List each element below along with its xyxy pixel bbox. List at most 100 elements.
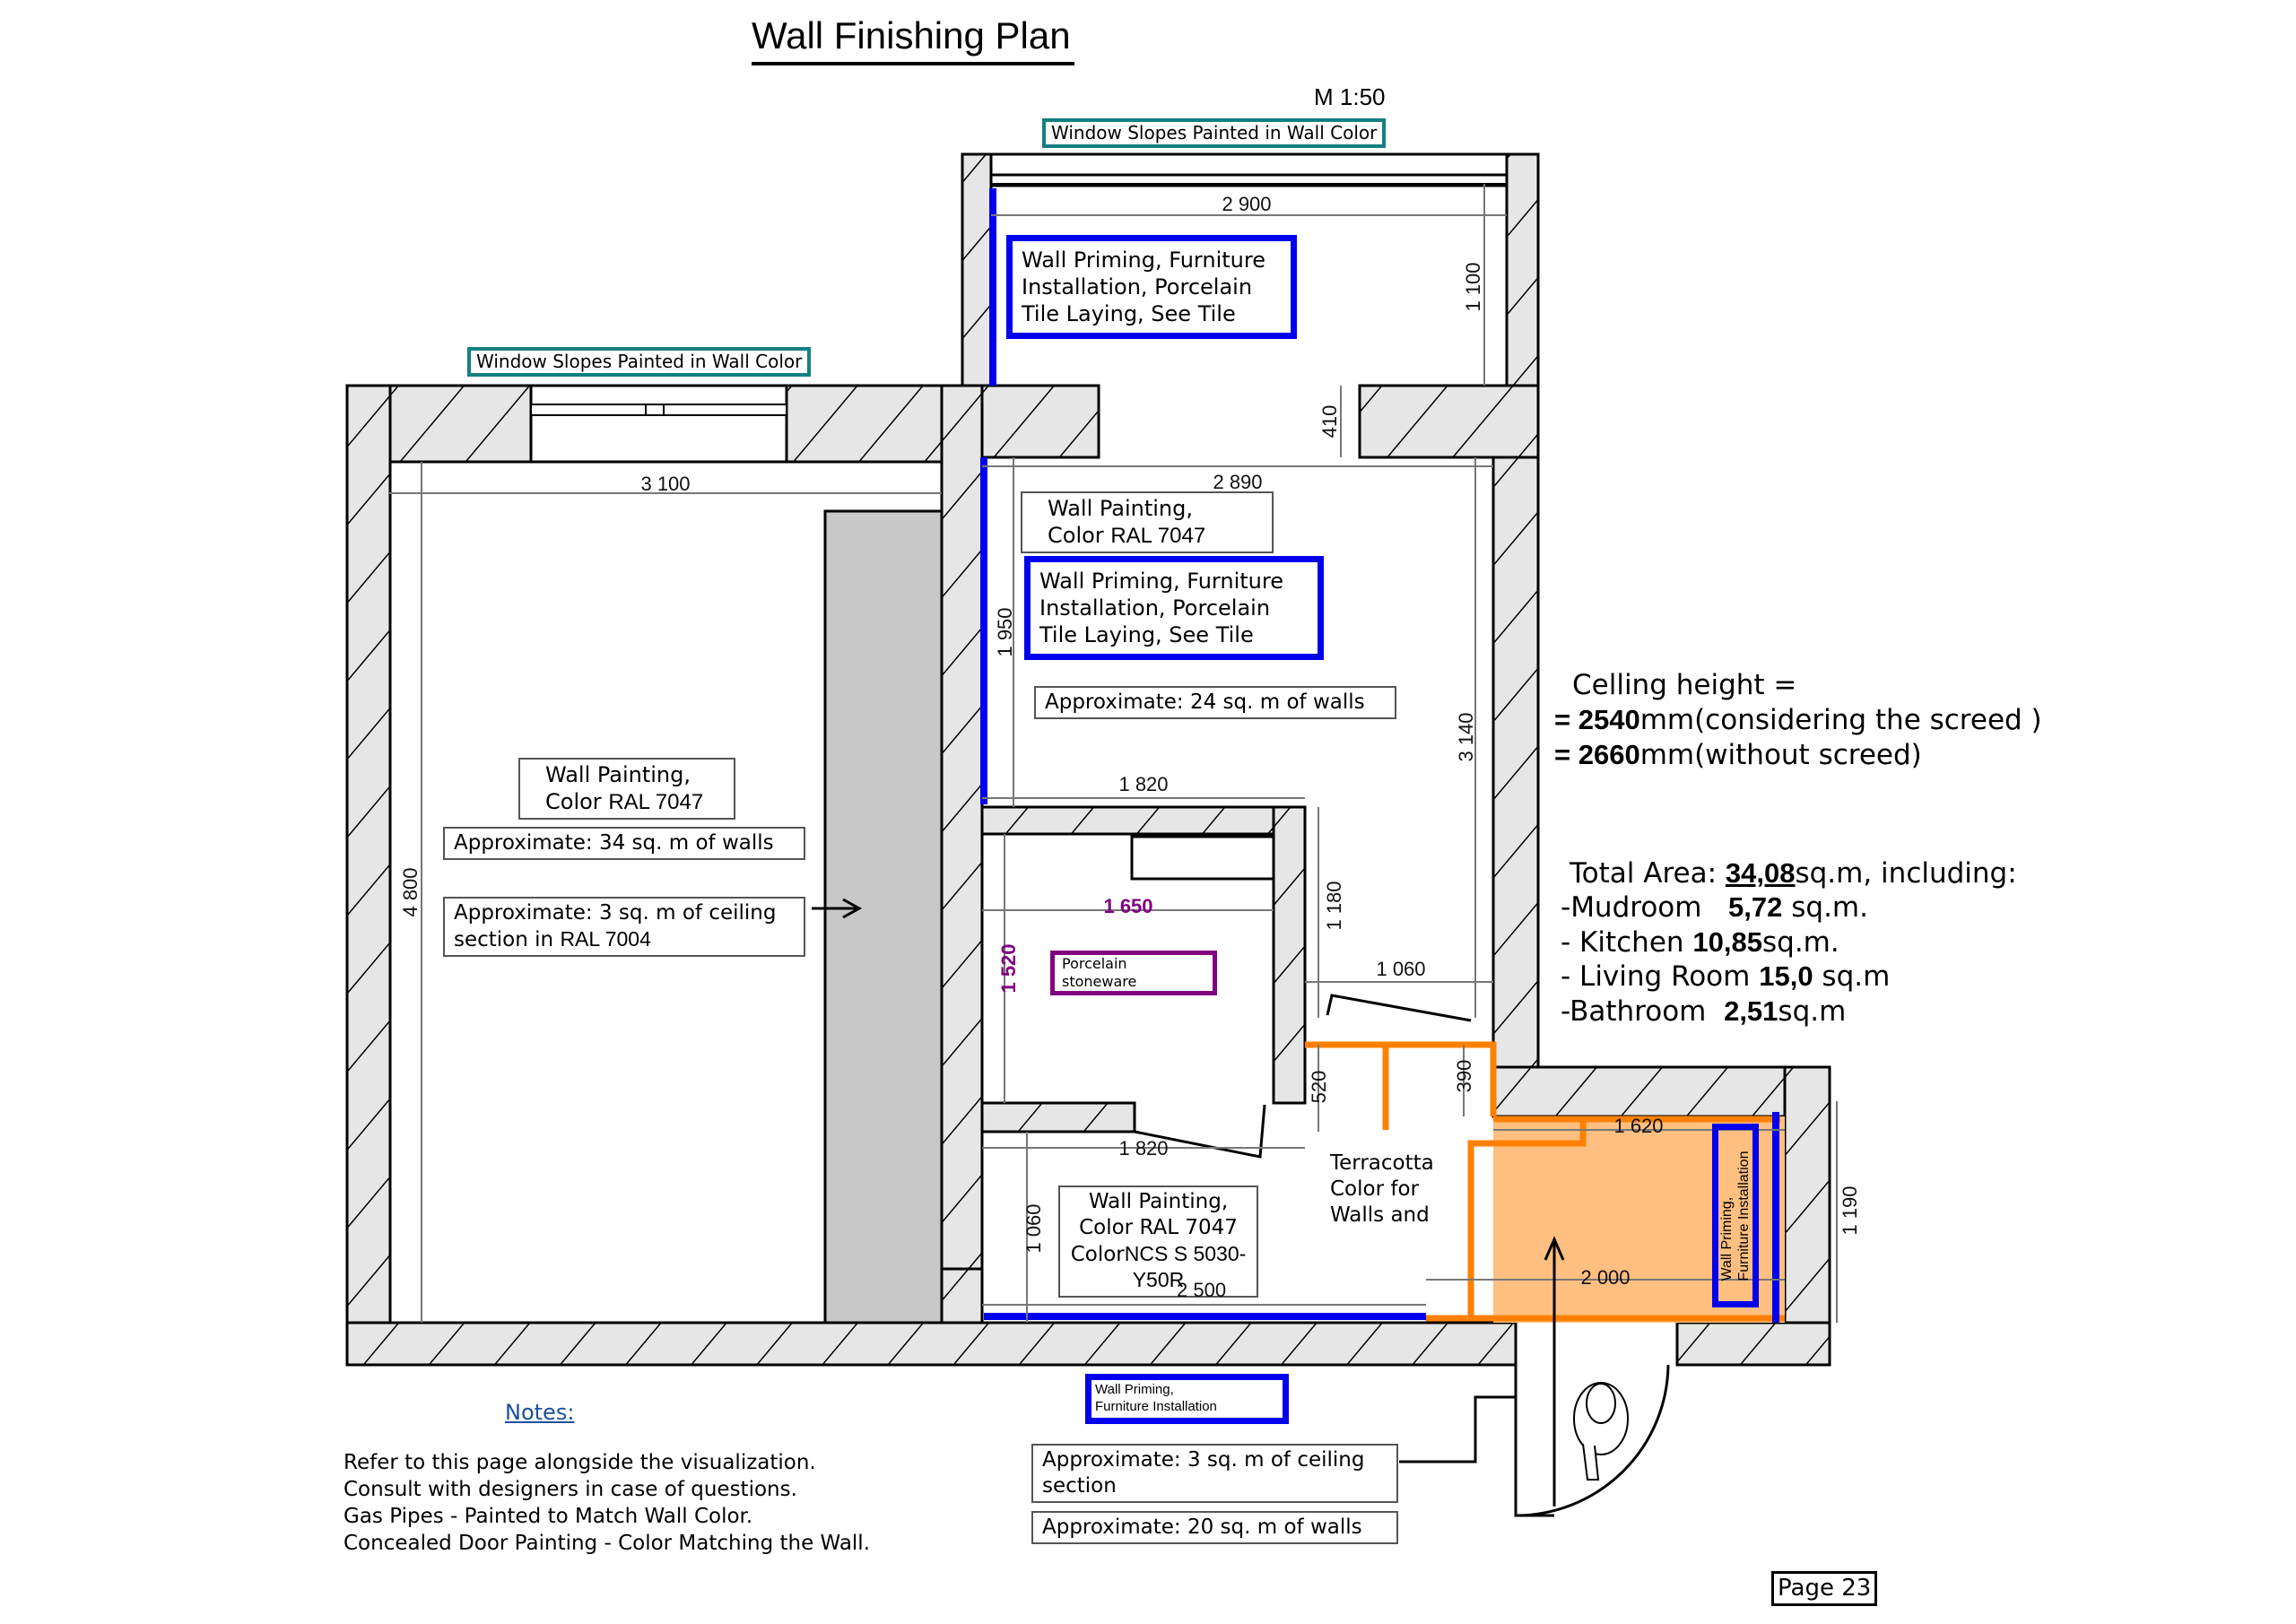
callout-line: section <box>1042 1473 1117 1498</box>
callout-terracotta: Terracotta Color for Walls and <box>1330 1151 1434 1228</box>
callout-upper-priming: Wall Priming, Furniture Installation, Po… <box>1006 235 1297 339</box>
callout-line: Installation, Porcelain <box>1022 274 1253 300</box>
callout-line: Terracotta <box>1330 1151 1434 1175</box>
callout-living-painting: Wall Painting, Color RAL 7047 <box>518 758 735 820</box>
dim-kitchen-bottom: 1 820 <box>1118 773 1168 795</box>
total-area-value: 34,08 <box>1725 857 1796 889</box>
area-summary: Total Area: 34,08sq.m, including: -Mudro… <box>1561 856 2017 1029</box>
dim-hall-top: 1 820 <box>1118 1137 1168 1159</box>
wall-mudroom-right <box>1783 1065 1831 1367</box>
callout-line: Wall Painting, <box>1088 1190 1229 1213</box>
dim-mud-height: 1 190 <box>1839 1185 1861 1235</box>
callout-porcelain-stoneware: Porcelain stoneware <box>1050 951 1217 995</box>
dimension-labels: 2 900 1 100 410 3 100 4 800 2 890 1 950 … <box>399 193 1861 1289</box>
dim-kitchen-right-height: 3 140 <box>1455 712 1477 761</box>
callout-mudroom-ceiling: Approximate: 3 sq. m of ceiling section <box>1031 1444 1398 1503</box>
callout-color-prefix: Color <box>1048 523 1104 548</box>
room-area-row: -Mudroom 5,72 sq.m. <box>1561 891 1868 925</box>
dim-living-height: 4 800 <box>399 867 422 916</box>
room-area-row: - Living Room 15,0 sq.m <box>1561 960 1891 994</box>
callout-line: Approximate: 3 sq. m of ceiling <box>1042 1448 1365 1472</box>
windows <box>529 152 1509 464</box>
dim-corridor-width: 1 060 <box>1376 958 1425 980</box>
mudroom-ceiling-leader <box>1399 1385 1518 1463</box>
ceiling-height-value: 2540 <box>1578 703 1640 735</box>
callout-line: Wall Painting, <box>1048 496 1193 521</box>
wall-bottom <box>345 1321 1518 1367</box>
callout-line: Tile Laying, See Tile <box>1039 622 1254 647</box>
dim-upper-width: 2 900 <box>1222 193 1271 215</box>
bath-shelf <box>1130 835 1275 881</box>
dim-hall-bottom: 2 500 <box>1177 1279 1227 1301</box>
dim-living-width: 3 100 <box>640 473 690 495</box>
page-number: Page 23 <box>1771 1571 1878 1606</box>
note-item: Consult with designers in case of questi… <box>344 1477 797 1501</box>
notes-heading: Notes: <box>505 1400 575 1425</box>
callout-color-prefix: Color <box>1070 1242 1125 1266</box>
page-title-text: Wall Finishing Plan <box>752 14 1071 56</box>
dim-mud-top: 1 620 <box>1613 1115 1663 1137</box>
dim-kitchen-width: 2 890 <box>1213 471 1262 493</box>
wall-mudroom-bottom-right <box>1675 1321 1831 1367</box>
wall-living-left <box>345 384 392 1367</box>
wall-living-right <box>940 384 984 1324</box>
callout-line: Color RAL 7047 <box>1079 1215 1238 1239</box>
callout-line: Installation, Porcelain <box>1039 595 1271 621</box>
wall-upper-left <box>961 152 993 387</box>
dim-bath-width: 1 650 <box>1103 895 1152 917</box>
ceiling-height-heading: Celling height = <box>1572 669 1797 701</box>
callout-line: Color for <box>1330 1177 1419 1201</box>
callout-living-walls-area: Approximate: 34 sq. m of walls <box>443 827 805 860</box>
ceiling-section-ral7004 <box>823 509 944 1324</box>
wall-bath-bottom <box>980 1101 1136 1133</box>
wall-upper-right <box>1505 152 1540 387</box>
leaders <box>812 898 1565 1517</box>
wall-right-outer <box>1492 456 1540 1069</box>
callout-living-ceiling: Approximate: 3 sq. m of ceiling section … <box>443 897 805 957</box>
dim-upper-height: 1 100 <box>1462 262 1484 311</box>
callout-line: Walls and <box>1330 1203 1430 1227</box>
wall-hall-left-stub <box>940 1267 984 1324</box>
callout-prefix: section in <box>454 927 554 951</box>
callout-bottom-priming: Wall Priming, Furniture Installation <box>1085 1374 1289 1424</box>
wall-upper-chunk-right <box>1358 384 1540 459</box>
scale-label: M 1:50 <box>1314 83 1386 110</box>
terracotta-lines <box>1305 1041 1785 1322</box>
callout-line: Wall Painting, <box>545 762 691 787</box>
dim-bath-height: 1 520 <box>997 943 1020 993</box>
callout-line: Tile Laying, See Tile <box>1022 301 1236 326</box>
walls <box>345 152 1831 1367</box>
callout-line: Wall Priming, <box>1095 1382 1174 1397</box>
wall-right-lower <box>1492 1065 1831 1118</box>
callout-line: Wall Priming, Furniture <box>1039 569 1283 594</box>
notes-list: Refer to this page alongside the visuali… <box>344 1450 870 1558</box>
callout-kitchen-walls-area: Approximate: 24 sq. m of walls <box>1034 686 1396 719</box>
callout-window-slopes-top: Window Slopes Painted in Wall Color <box>1042 118 1387 148</box>
callout-color-prefix: Color <box>545 789 602 814</box>
dim-corridor-height: 1 180 <box>1323 881 1345 930</box>
callout-kitchen-priming: Wall Priming, Furniture Installation, Po… <box>1024 556 1324 660</box>
color-code-ral7047: RAL 7047 <box>1110 524 1206 548</box>
callout-line: Approximate: 3 sq. m of ceiling <box>454 901 777 925</box>
person-figure-icon <box>1573 1382 1629 1481</box>
callout-line: Wall Priming, Furniture <box>1022 248 1265 273</box>
total-area: Total Area: 34,08sq.m, including: <box>1570 857 2017 890</box>
room-area-row: -Bathroom 2,51sq.m <box>1561 994 1847 1028</box>
ceiling-height-line: = 2540mm(considering the screed ) <box>1554 703 2042 736</box>
note-item: Refer to this page alongside the visuali… <box>344 1451 816 1474</box>
dim-hall-520: 520 <box>1308 1071 1330 1104</box>
entrance-door <box>1514 1364 1670 1517</box>
priming-lines <box>980 188 1779 1323</box>
callout-kitchen-painting: Wall Painting, Color RAL 7047 <box>1021 491 1274 553</box>
wall-bath-top <box>980 805 1307 836</box>
callout-hall-painting: Wall Painting, Color RAL 7047 ColorNCS S… <box>1058 1185 1258 1298</box>
color-code-ral7004: RAL 7004 <box>560 926 651 951</box>
note-item: Gas Pipes - Painted to Match Wall Color. <box>344 1504 753 1528</box>
dim-kitchen-left-height: 1 950 <box>994 607 1016 656</box>
dim-opening: 410 <box>1318 405 1341 439</box>
kitchen-door <box>1326 994 1472 1022</box>
callout-line: Furniture Installation <box>1095 1398 1217 1414</box>
color-code-ncs: NCS S 5030-Y50R <box>1124 1241 1247 1292</box>
dim-hall-height: 1 060 <box>1022 1203 1045 1253</box>
